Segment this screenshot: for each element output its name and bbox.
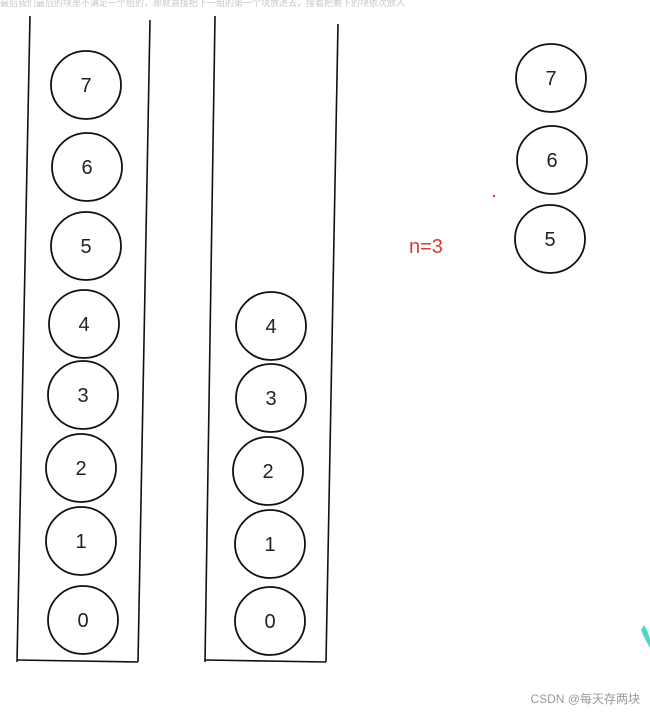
ball-full-1: 1	[45, 506, 117, 576]
ball-full-7: 7	[50, 50, 122, 120]
ball-label: 6	[546, 150, 557, 172]
ball-remaining-0: 0	[234, 586, 306, 656]
ball-label: 3	[77, 385, 88, 407]
ball-label: 2	[262, 461, 273, 483]
ball-label: 1	[264, 534, 275, 556]
watermark: CSDN @每天存两块	[530, 692, 640, 706]
top-caption: 最后我们最后的块是不满足一个组的，那就直接把下一组的第一个块放进去，接着把剩下的…	[0, 0, 406, 8]
ball-label: 2	[75, 458, 86, 480]
ball-label: 5	[544, 229, 555, 251]
ball-full-0: 0	[47, 585, 119, 655]
ball-label: 3	[265, 388, 276, 410]
ball-label: 7	[545, 68, 556, 90]
ball-label: 4	[265, 316, 276, 338]
teal-mark	[641, 625, 650, 648]
ball-removed-7: 7	[515, 43, 587, 113]
ball-remaining-3: 3	[235, 363, 307, 433]
container-remaining	[204, 15, 339, 663]
container-full	[16, 15, 151, 663]
ball-removed-6: 6	[516, 125, 588, 195]
ball-full-6: 6	[51, 132, 123, 202]
ball-full-2: 2	[45, 433, 117, 503]
ball-full-5: 5	[50, 211, 122, 281]
ball-label: 0	[77, 610, 88, 632]
ball-full-3: 3	[47, 360, 119, 430]
ball-label: 4	[78, 314, 89, 336]
ball-label: 6	[81, 157, 92, 179]
ball-remaining-2: 2	[232, 436, 304, 506]
ball-label: 7	[80, 75, 91, 97]
stray-dot	[492, 194, 496, 198]
balls-layer: 0 1 2 3 4 5 6 7 0 1 2 3 4 5 6 7	[45, 43, 588, 656]
ball-label: 1	[75, 531, 86, 553]
ball-remaining-4: 4	[235, 291, 307, 361]
ball-label: 5	[80, 236, 91, 258]
ball-remaining-1: 1	[234, 509, 306, 579]
ball-full-4: 4	[48, 289, 120, 359]
ball-removed-5: 5	[514, 204, 586, 274]
n-label: n=3	[409, 236, 443, 258]
ball-label: 0	[264, 611, 275, 633]
